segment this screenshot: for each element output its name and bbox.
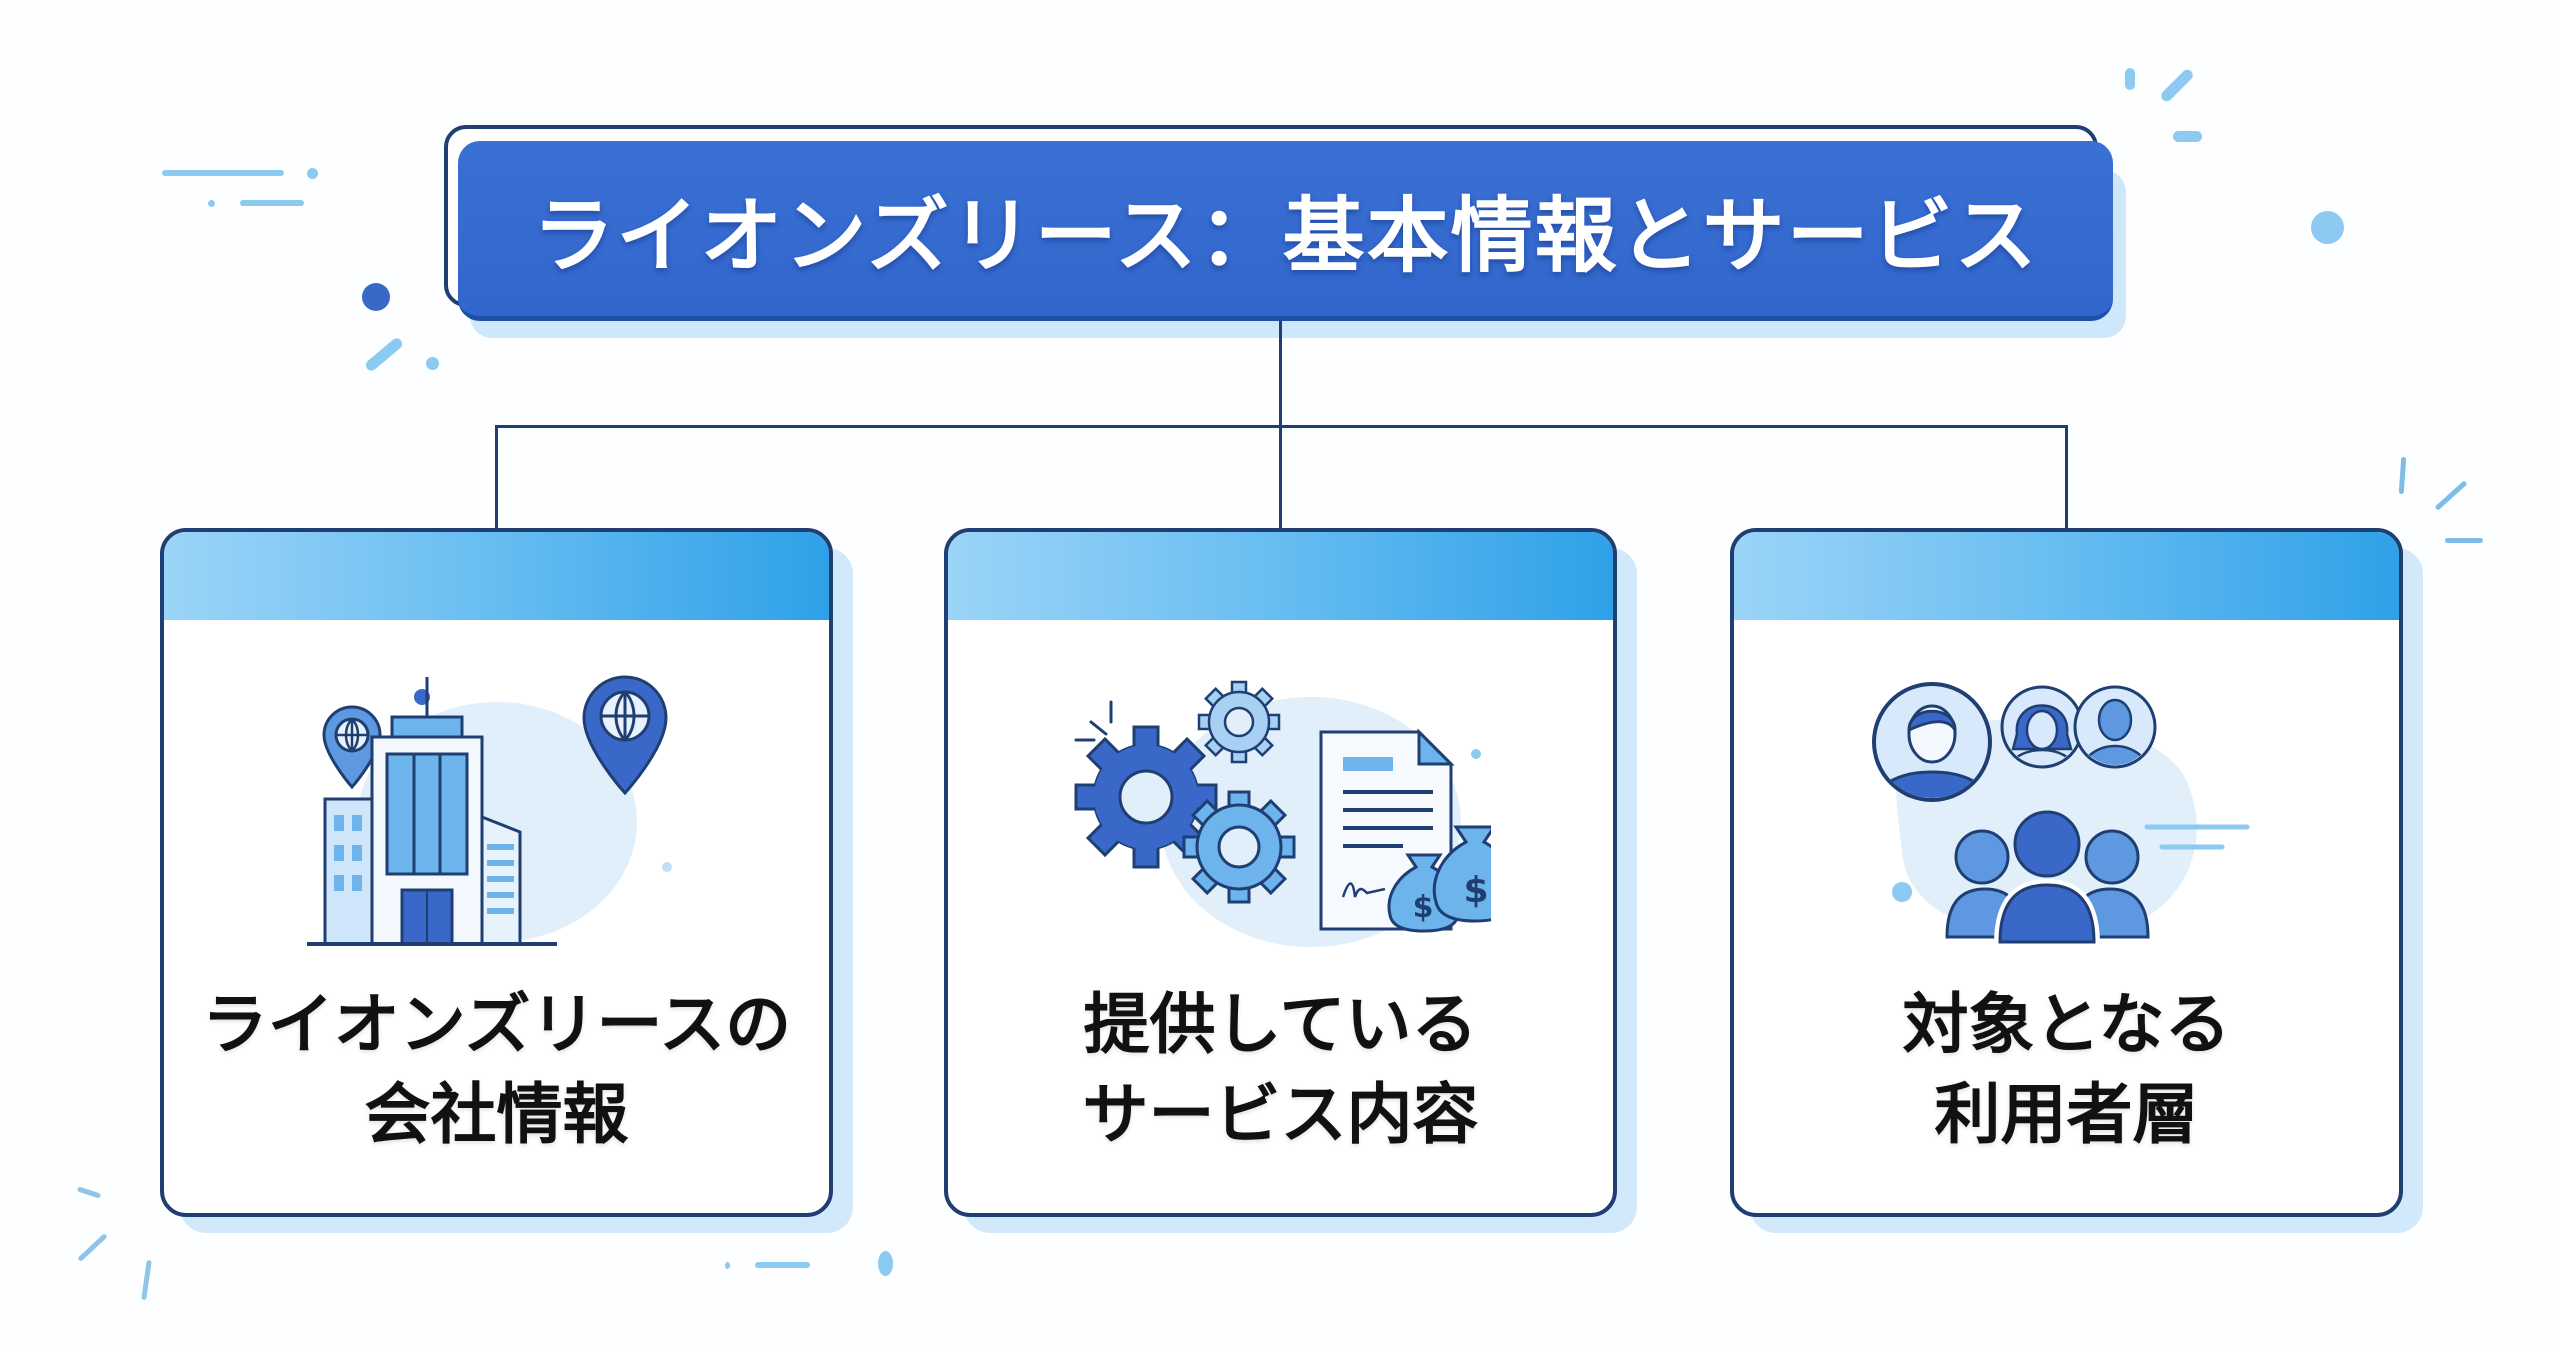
card-target-users[interactable]: 対象となる 利用者層: [1730, 528, 2403, 1217]
decor-dot: [878, 1251, 893, 1276]
card-label-line: サービス内容: [1082, 1076, 1479, 1153]
card-label: ライオンズリースの 会社情報: [164, 980, 829, 1160]
office-building-with-globe-pins-icon: [306, 675, 672, 946]
card-header-band: [164, 532, 829, 620]
decor-dot: [307, 168, 318, 179]
decor-dash: [2158, 67, 2196, 104]
decor-dash: [363, 336, 405, 373]
decor-dot: [208, 200, 215, 207]
card-label: 対象となる 利用者層: [1734, 980, 2399, 1160]
card-label-line: 提供している: [1083, 986, 1478, 1063]
card-label-line: 利用者層: [1934, 1076, 2199, 1153]
connector-right: [2065, 425, 2068, 529]
decor-dot: [725, 1262, 730, 1269]
card-label-line: 会社情報: [364, 1076, 629, 1153]
decor-dash: [2125, 68, 2135, 90]
gears-document-money-bags-icon: $ $: [1074, 680, 1491, 947]
decor-dash: [162, 170, 284, 176]
card-header-band: [948, 532, 1613, 620]
card-label-line: ライオンズリースの: [201, 986, 792, 1063]
svg-text:$: $: [1412, 890, 1433, 925]
decor-dot: [426, 357, 439, 370]
users-group-icon: [1871, 682, 2249, 947]
card-services[interactable]: $ $ 提供している サービス内容: [944, 528, 1617, 1217]
page-title: ライオンズリース：基本情報とサービス: [532, 189, 2039, 284]
svg-text:$: $: [1463, 870, 1488, 911]
connector-horizontal: [495, 425, 2068, 428]
card-header-band: [1734, 532, 2399, 620]
decor-dash: [2173, 131, 2202, 142]
decor-dash: [76, 1186, 102, 1199]
decor-dash: [2398, 456, 2407, 495]
connector-left: [495, 425, 498, 529]
decor-dash: [2445, 538, 2483, 543]
title-banner: ライオンズリース：基本情報とサービス: [458, 141, 2113, 321]
decor-dash: [141, 1259, 152, 1301]
card-label-line: 対象となる: [1902, 986, 2231, 1063]
decor-dash: [77, 1233, 108, 1262]
card-company-info[interactable]: ライオンズリースの 会社情報: [160, 528, 833, 1217]
decor-dash: [240, 200, 304, 206]
decor-dash: [755, 1262, 810, 1268]
decor-dot: [2311, 211, 2344, 244]
decor-dot: [362, 283, 390, 311]
decor-dash: [2434, 480, 2468, 511]
card-label: 提供している サービス内容: [948, 980, 1613, 1160]
